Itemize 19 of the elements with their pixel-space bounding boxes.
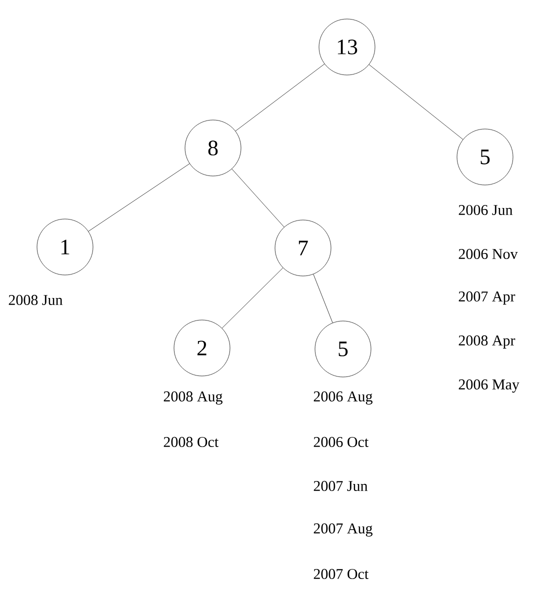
date-label: 2008 Jun [8,294,63,306]
date-label: 2006 Jun [458,204,513,216]
tree-edge [232,168,284,228]
tree-edge [235,64,325,132]
tree-edge [313,274,333,323]
date-label: 2007 Aug [314,523,372,537]
tree-edge [368,64,464,140]
date-label: 2006 Aug [314,391,372,405]
tree-edge [222,268,284,328]
date-label: 2006 Oct [314,436,368,448]
date-label: 2008 Aug [164,391,222,405]
date-label: 2006 Nov [458,248,518,260]
date-label: 2008 Oct [164,436,219,448]
date-label: 2007 Oct [314,568,368,580]
date-label: 2006 May [458,379,520,393]
date-label: 2007 Jun [314,480,368,492]
date-label: 2008 Apr [458,335,516,349]
tree-edge [88,163,190,232]
date-label: 2007 Apr [458,291,516,305]
